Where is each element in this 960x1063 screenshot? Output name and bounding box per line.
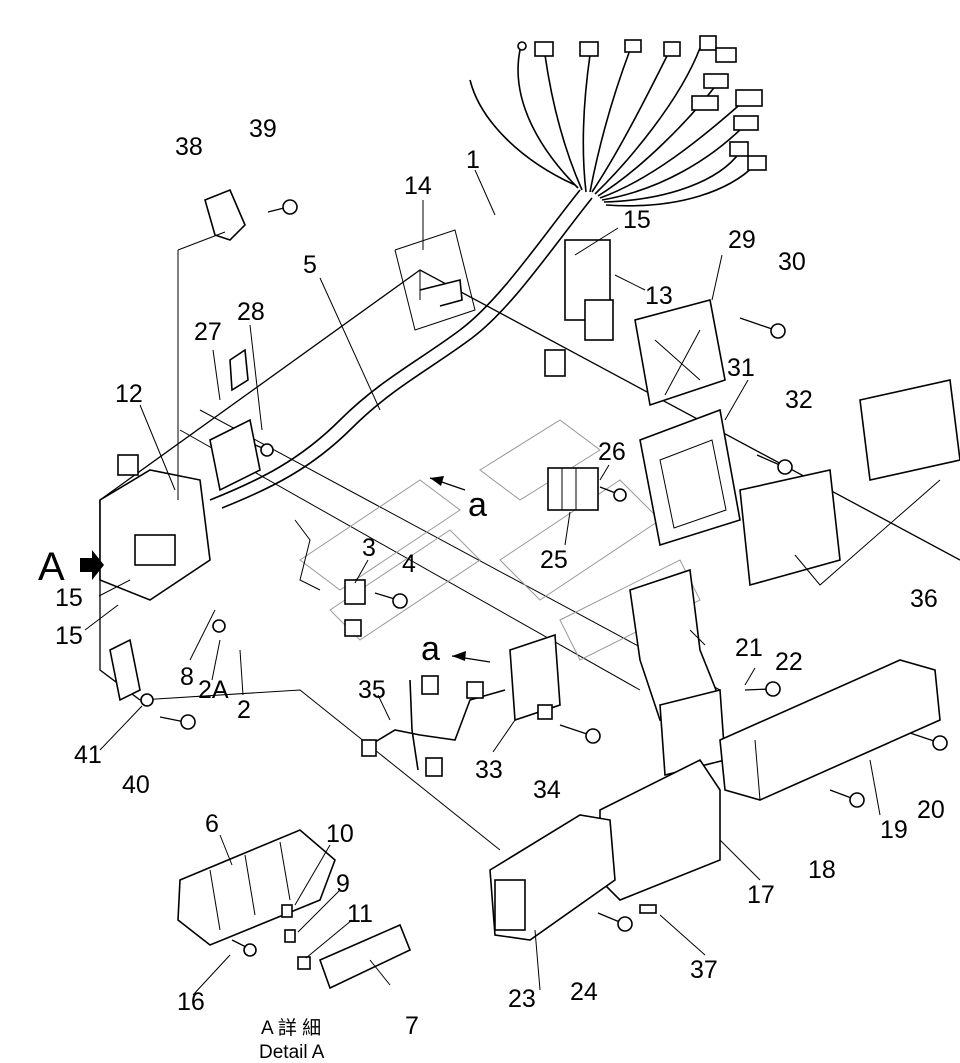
callout-12: 12 <box>115 380 143 408</box>
callout-28: 28 <box>237 298 265 326</box>
callout-3: 3 <box>362 534 376 562</box>
callout-13: 13 <box>645 282 673 310</box>
detail-caption-english: Detail A <box>259 1042 325 1063</box>
callout-39: 39 <box>249 115 277 143</box>
leader-lines <box>84 169 881 996</box>
relay-25 <box>547 467 599 511</box>
callout-2: 2 <box>237 696 251 724</box>
callout-29: 29 <box>728 226 756 254</box>
callout-9: 9 <box>336 870 350 898</box>
bracket-33 <box>509 633 561 722</box>
callout-18: 18 <box>808 856 836 884</box>
callout-32: 32 <box>785 386 813 414</box>
callout-25: 25 <box>540 546 568 574</box>
detail-caption-japanese: A 詳 細 <box>261 1017 321 1039</box>
bolts <box>140 199 948 932</box>
cover-7 <box>318 923 412 990</box>
callout-2a: 2A <box>198 676 229 704</box>
main-wire-harness <box>209 47 756 509</box>
callout-31: 31 <box>727 354 755 382</box>
callout-36: 36 <box>910 585 938 613</box>
bracket-38 <box>177 188 246 500</box>
duct-19 <box>719 659 941 801</box>
callout-labels: 1 2 2A 3 4 5 6 7 8 9 10 11 12 13 14 15 1… <box>55 115 945 1040</box>
switch-3 <box>294 519 366 637</box>
duct-17 <box>599 758 721 901</box>
callout-19: 19 <box>880 816 908 844</box>
duct-23 <box>489 814 616 941</box>
callout-41: 41 <box>74 741 102 769</box>
callout-27: 27 <box>194 318 222 346</box>
callout-1: 1 <box>466 146 480 174</box>
bracket-14 <box>394 229 476 331</box>
callout-14: 14 <box>404 172 432 200</box>
controller-29 <box>634 299 726 407</box>
callout-6: 6 <box>205 810 219 838</box>
callout-35: 35 <box>358 676 386 704</box>
callout-5: 5 <box>303 251 317 279</box>
callout-10: 10 <box>326 820 354 848</box>
left-bracket-assembly <box>99 348 261 702</box>
duct-21 <box>629 568 726 777</box>
bracket-13 <box>544 239 614 377</box>
callout-8: 8 <box>180 663 194 691</box>
callout-23: 23 <box>508 985 536 1013</box>
sub-harness-35 <box>361 675 506 777</box>
view-arrow-a <box>80 550 104 580</box>
callout-11: 11 <box>347 900 373 928</box>
callout-34: 34 <box>533 776 561 804</box>
callout-15-left-upper: 15 <box>55 584 83 612</box>
callout-15-top: 15 <box>623 206 651 234</box>
callout-15-left-lower: 15 <box>55 622 83 650</box>
harness-connectors <box>517 35 767 171</box>
connection-arrows <box>429 476 491 663</box>
view-marker-a: A <box>38 545 65 589</box>
callout-38: 38 <box>175 133 203 161</box>
connection-mark-a-upper: a <box>468 486 487 524</box>
callout-22: 22 <box>775 648 803 676</box>
fuse-box-6 <box>177 829 336 946</box>
callout-37: 37 <box>690 956 718 984</box>
callout-20: 20 <box>917 796 945 824</box>
callout-4: 4 <box>402 550 416 578</box>
connection-mark-a-lower: a <box>421 630 440 668</box>
callout-21: 21 <box>735 634 763 662</box>
screw-16 <box>231 939 257 957</box>
callout-40: 40 <box>122 771 150 799</box>
callout-7: 7 <box>405 1012 419 1040</box>
callout-30: 30 <box>778 248 806 276</box>
callout-17: 17 <box>747 881 775 909</box>
bracket-31 <box>639 408 741 547</box>
label-sheets-36 <box>739 379 960 587</box>
callout-24: 24 <box>570 978 598 1006</box>
fuses-9-10-11 <box>281 904 311 970</box>
callout-26: 26 <box>598 438 626 466</box>
callout-16: 16 <box>177 988 205 1016</box>
callout-33: 33 <box>475 756 503 784</box>
